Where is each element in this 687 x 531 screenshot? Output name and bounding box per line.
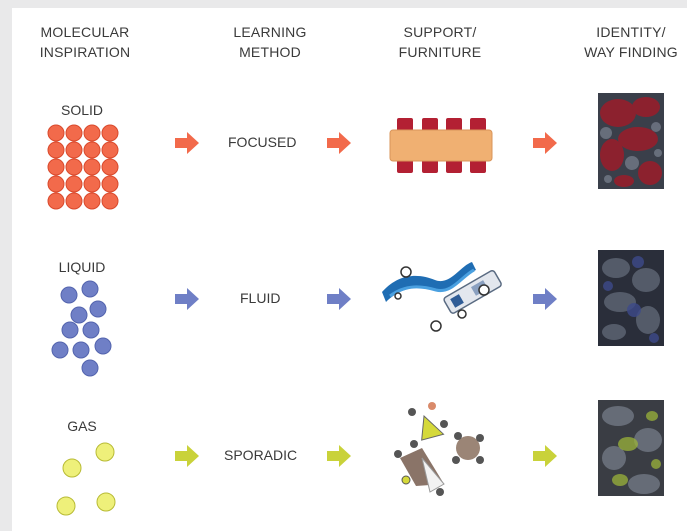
blue-carpet-texture-swatch — [598, 250, 664, 346]
header-molecular-inspiration: MOLECULAR INSPIRATION — [39, 24, 131, 60]
arrow-right-icon — [175, 288, 199, 310]
wave-seating-furniture-icon — [380, 252, 505, 340]
red-carpet-texture-swatch — [598, 93, 664, 189]
arrow-right-icon — [327, 445, 351, 467]
state-label-liquid: LIQUID — [58, 259, 106, 275]
state-label-solid: SOLID — [60, 102, 103, 118]
solid-molecule-grid-icon — [47, 124, 119, 212]
diagram-panel — [12, 8, 687, 531]
arrow-right-icon — [175, 132, 199, 154]
header-identity-way-finding: IDENTITY/ WAY FINDING — [584, 24, 678, 60]
arrow-right-icon — [327, 288, 351, 310]
conference-table-furniture-icon — [388, 115, 494, 177]
liquid-molecule-cluster-icon — [50, 280, 116, 378]
arrow-right-icon — [327, 132, 351, 154]
arrow-right-icon — [533, 132, 557, 154]
header-support-furniture: SUPPORT/ FURNITURE — [398, 24, 482, 60]
arrow-right-icon — [533, 288, 557, 310]
green-carpet-texture-swatch — [598, 400, 664, 496]
gas-molecule-scatter-icon — [52, 440, 124, 520]
method-label-sporadic: SPORADIC — [224, 447, 298, 463]
method-label-fluid: FLUID — [240, 290, 281, 306]
method-label-focused: FOCUSED — [228, 134, 297, 150]
arrow-right-icon — [175, 445, 199, 467]
arrow-right-icon — [533, 445, 557, 467]
state-label-gas: GAS — [67, 418, 97, 434]
scattered-seating-furniture-icon — [388, 398, 488, 498]
header-learning-method: LEARNING METHOD — [233, 24, 307, 60]
